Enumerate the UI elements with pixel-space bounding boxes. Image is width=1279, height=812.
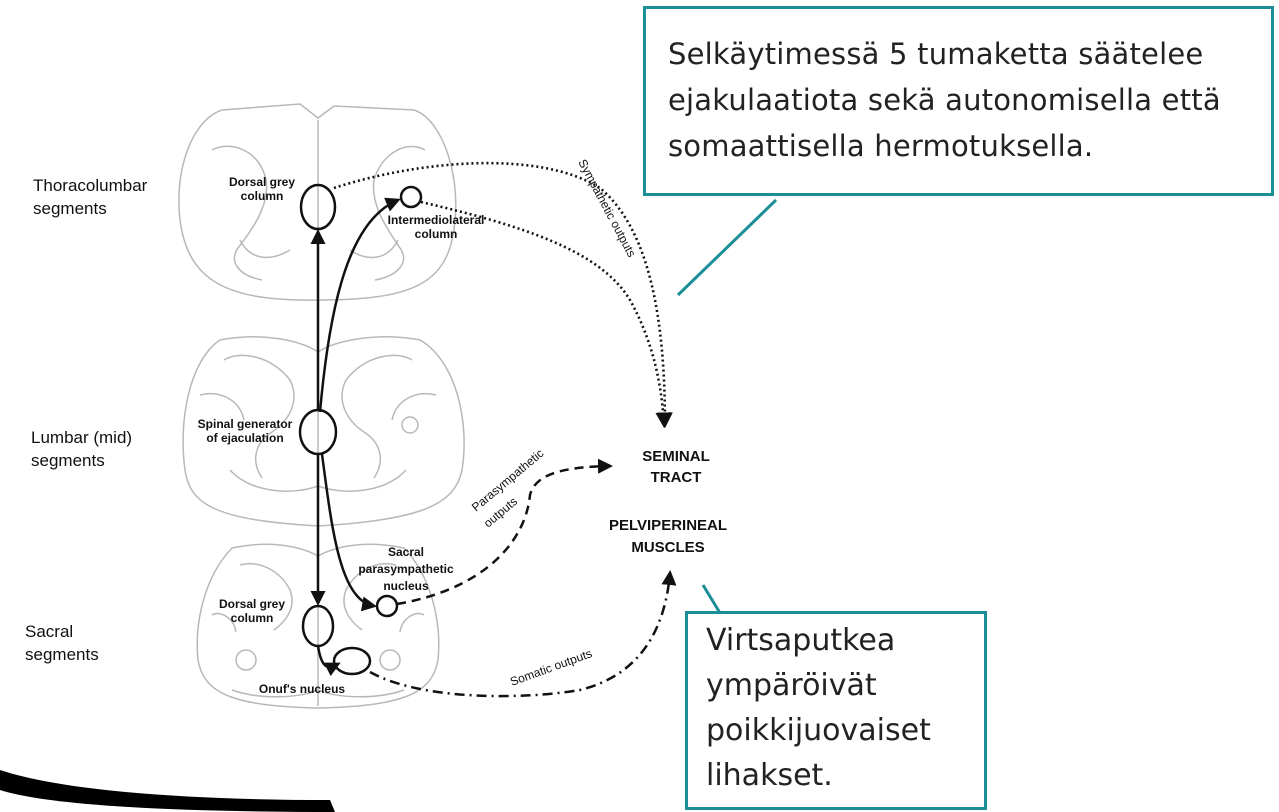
label-muscles: MUSCLES [631, 539, 704, 556]
decorative-swoosh [0, 770, 335, 812]
label-lumbar-segments: Lumbar (mid) segments [31, 428, 133, 470]
label-dorsal-grey-lower-2: column [231, 611, 274, 625]
label-somatic-outputs: Somatic outputs [508, 646, 594, 689]
path-generator-to-intermediolateral [318, 197, 401, 413]
label-pelviperineal: PELVIPERINEAL [609, 517, 727, 534]
label-sacral-parasympathetic: Sacral [388, 545, 424, 559]
path-generator-to-sacral-parasympathetic [320, 453, 377, 612]
label-tract: TRACT [651, 469, 702, 486]
target-labels: SEMINAL TRACT PELVIPERINEAL MUSCLES [609, 448, 727, 556]
label-spinal-generator: Spinal generator [198, 417, 293, 431]
label-intermediolateral-2: column [415, 227, 458, 241]
parasympathetic-output-line [396, 458, 613, 606]
label-sacral-parasympathetic-3: nucleus [383, 579, 429, 593]
label-seminal: SEMINAL [642, 448, 710, 465]
label-sacral-parasympathetic-2: parasympathetic [358, 562, 454, 576]
intermediolateral-circle [399, 185, 423, 209]
sacral-section [196, 543, 440, 709]
label-dorsal-grey-upper-2: column [241, 189, 284, 203]
label-spinal-generator-2: of ejaculation [206, 431, 283, 445]
path-dorsal-lower-to-onufs [316, 645, 341, 677]
callout-bottom: Virtsaputkea ympäröivät poikkijuovaiset … [685, 611, 987, 810]
somatic-output-line [369, 570, 677, 698]
label-intermediolateral: Intermediolateral [388, 213, 485, 227]
callout-top: Selkäytimessä 5 tumaketta säätelee ejaku… [643, 6, 1274, 196]
label-sympathetic-outputs: Sympathetic outputs [575, 157, 638, 260]
top-callout-pointer [676, 198, 778, 297]
sympathetic-outputs [333, 161, 673, 429]
label-dorsal-grey-lower: Dorsal grey [219, 597, 285, 611]
thoracolumbar-section [178, 103, 457, 301]
onufs-circle [332, 646, 372, 676]
sacral-parasympathetic-circle [375, 594, 399, 618]
output-labels: Sympathetic outputs Parasympathetic outp… [469, 157, 639, 689]
label-sacral-segments: Sacral segments [25, 622, 99, 664]
internal-pathways [310, 197, 401, 677]
label-onufs: Onuf's nucleus [259, 682, 346, 696]
label-dorsal-grey-upper: Dorsal grey [229, 175, 295, 189]
bottom-callout-pointer [701, 584, 722, 614]
diagram-labels: Dorsal grey column Intermediolateral col… [198, 175, 485, 696]
label-thoracolumbar-segments: Thoracolumbar segments [33, 176, 148, 218]
